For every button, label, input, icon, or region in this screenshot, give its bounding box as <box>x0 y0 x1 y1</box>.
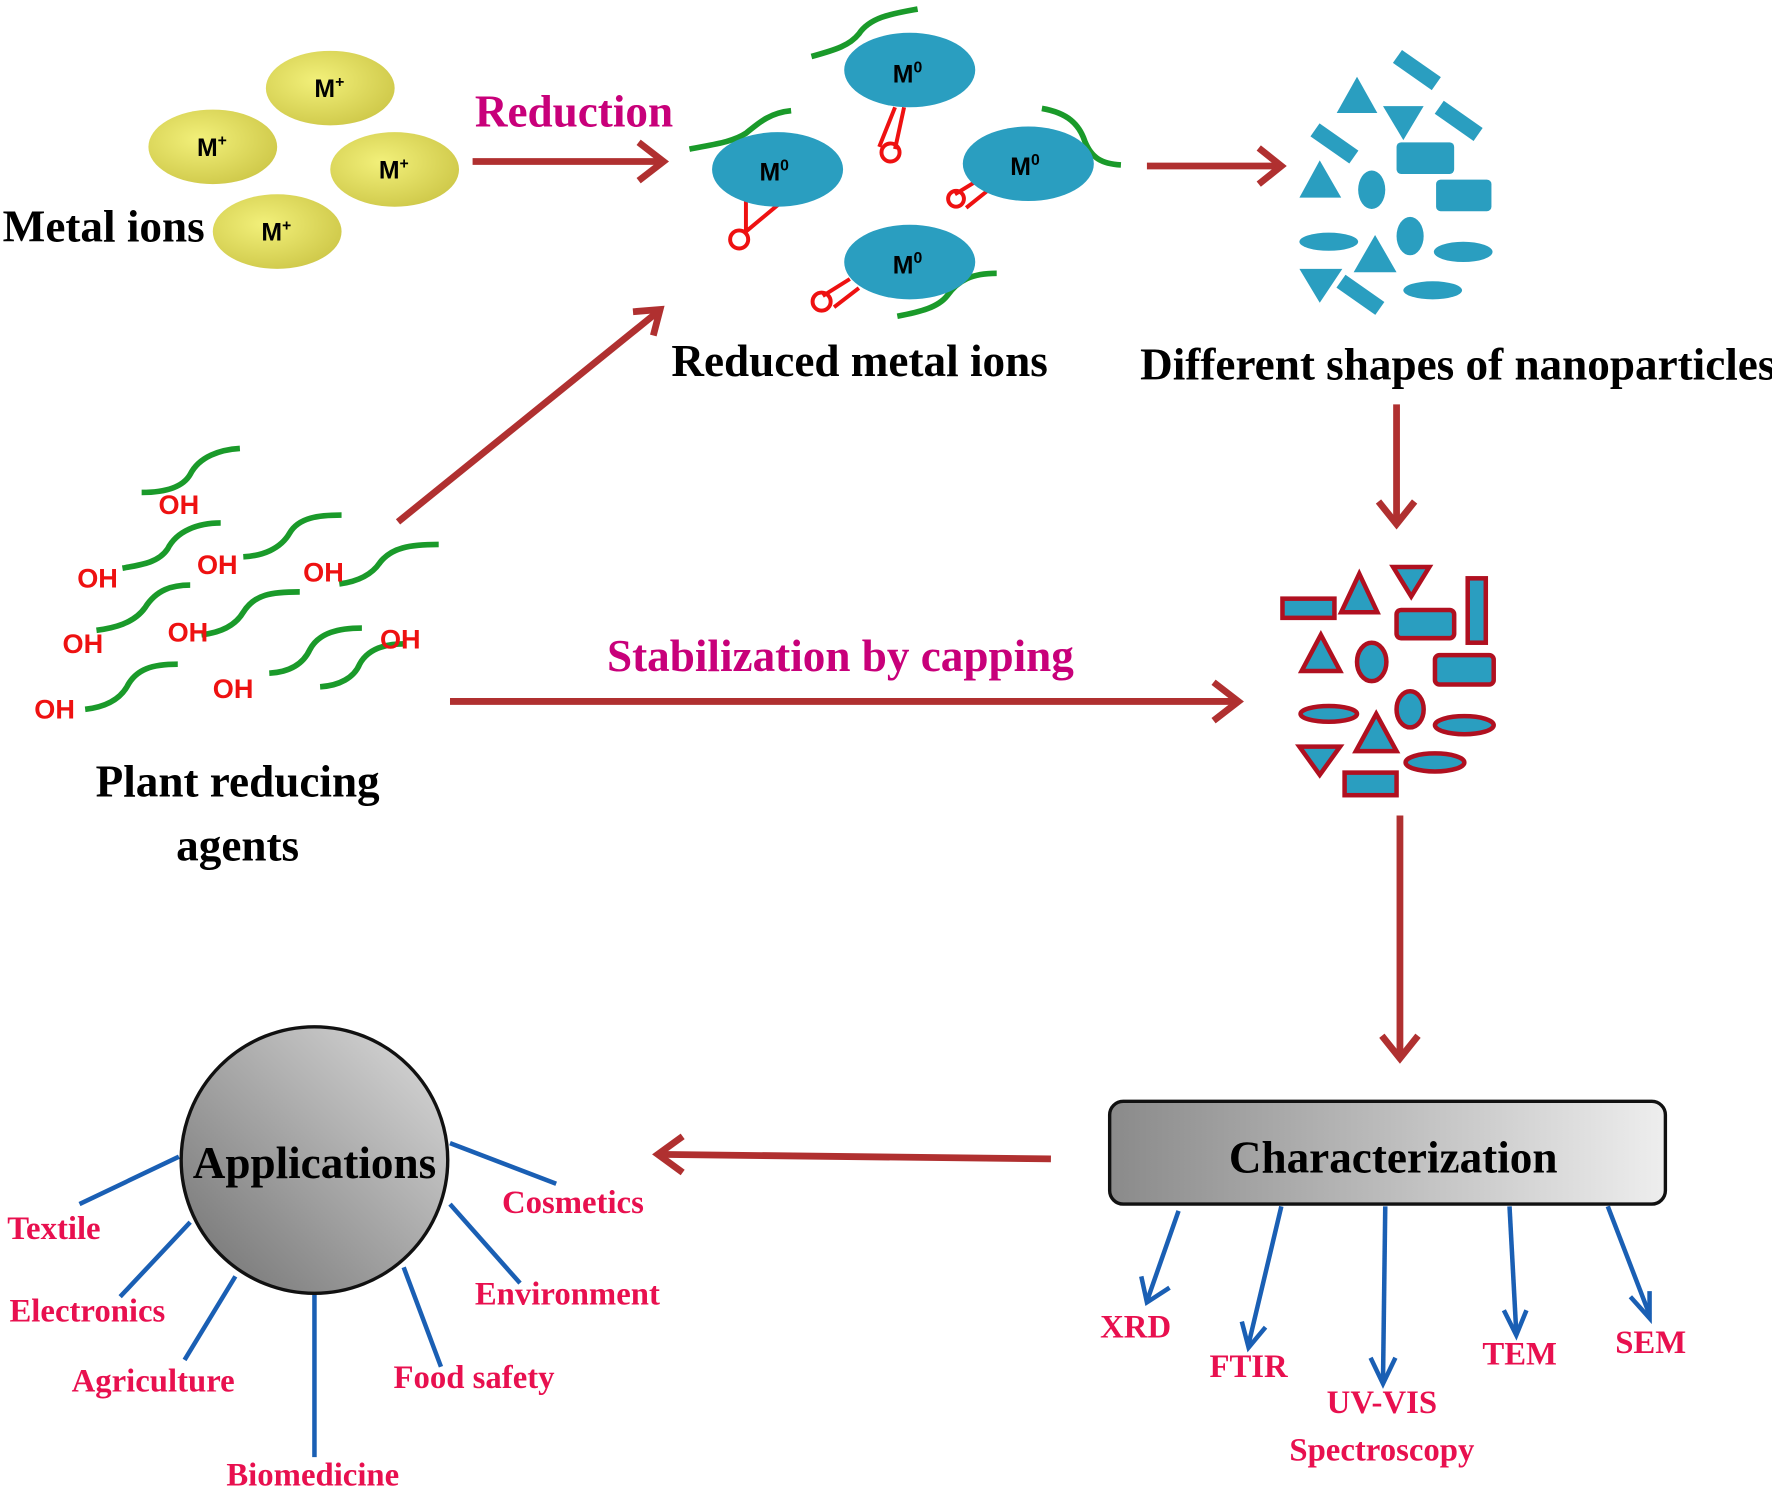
hydroxyl-group: OH <box>77 562 118 593</box>
applications-label: Applications <box>193 1138 436 1188</box>
arrow-down-to-capped <box>1375 404 1418 530</box>
atom-charge: 0 <box>1031 152 1040 169</box>
plant-reducing-agents-label-line1: Plant reducing <box>96 756 380 806</box>
application-environment: Environment <box>475 1277 660 1313</box>
svg-text:M0: M0 <box>1010 152 1040 181</box>
svg-text:M+: M+ <box>314 74 344 103</box>
svg-text:M+: M+ <box>197 133 227 162</box>
hydroxyl-group: OH <box>380 623 421 654</box>
hydroxyl-group: OH <box>34 693 75 724</box>
reduced-metal-ions-group: M0 M0 M0 M0 Reduced metal ions <box>671 6 1122 386</box>
atom-charge: 0 <box>913 59 922 76</box>
application-agriculture: Agriculture <box>72 1364 235 1400</box>
capped-nanoparticles <box>1280 564 1496 798</box>
atom-symbol: M <box>893 61 914 88</box>
atom-symbol: M <box>759 160 780 187</box>
svg-text:M0: M0 <box>893 250 923 279</box>
applications-node[interactable]: Applications <box>179 1025 450 1296</box>
reduced-atom: M0 <box>810 224 997 320</box>
arrow-to-applications <box>652 1133 1051 1176</box>
ion-charge: + <box>400 155 409 172</box>
metal-ion: M+ <box>212 194 342 269</box>
ion-charge: + <box>218 133 227 150</box>
application-textile: Textile <box>7 1211 100 1247</box>
plant-reducing-agents-label-line2: agents <box>176 821 299 871</box>
arrow-plant-to-reduced <box>395 305 665 525</box>
arrow-down-to-characterization <box>1379 815 1421 1064</box>
ion-charge: + <box>335 74 344 91</box>
atom-charge: 0 <box>913 250 922 267</box>
method-ftir: FTIR <box>1209 1349 1288 1385</box>
ion-symbol: M <box>261 220 282 247</box>
svg-text:M+: M+ <box>261 217 291 246</box>
application-biomedicine: Biomedicine <box>226 1457 399 1491</box>
method-xrd: XRD <box>1100 1309 1171 1345</box>
characterization-box[interactable]: Characterization <box>1107 1099 1668 1206</box>
svg-text:M0: M0 <box>893 59 923 88</box>
metal-ion: M+ <box>265 50 395 126</box>
ion-symbol: M <box>314 76 335 103</box>
reduction-arrow <box>472 139 670 184</box>
reduced-atom: M0 <box>810 6 976 164</box>
nanoparticle-shapes-label: Different shapes of nanoparticles <box>1140 340 1772 390</box>
metal-ion: M+ <box>330 132 460 207</box>
ion-symbol: M <box>197 135 218 162</box>
reduced-atom: M0 <box>946 105 1122 210</box>
application-cosmetics: Cosmetics <box>502 1185 644 1221</box>
characterization-label: Characterization <box>1229 1132 1558 1182</box>
reduced-metal-ions-label: Reduced metal ions <box>671 336 1047 386</box>
metal-ions-group: M+ M+ M+ M+ Metal ions <box>3 50 460 269</box>
stabilization-arrow <box>449 679 1244 724</box>
characterization-connectors <box>1139 1205 1652 1389</box>
hydroxyl-group: OH <box>168 617 209 648</box>
hydroxyl-group: OH <box>213 673 254 704</box>
reduced-atom: M0 <box>688 107 844 251</box>
ion-symbol: M <box>379 157 400 184</box>
atom-charge: 0 <box>780 158 789 175</box>
stabilization-label: Stabilization by capping <box>607 631 1074 681</box>
arrow-to-nanoparticles <box>1146 145 1287 187</box>
hydroxyl-group: OH <box>303 557 344 588</box>
nanoparticle-shapes: Different shapes of nanoparticles <box>1140 49 1772 390</box>
hydroxyl-group: OH <box>63 628 104 659</box>
method-sem: SEM <box>1615 1325 1686 1361</box>
application-electronics: Electronics <box>9 1294 165 1330</box>
method-uv-vis: UV-VIS <box>1327 1385 1437 1421</box>
atom-symbol: M <box>893 252 914 279</box>
method-spectroscopy: Spectroscopy <box>1289 1433 1475 1469</box>
method-tem: TEM <box>1482 1336 1557 1372</box>
hydroxyl-group: OH <box>159 489 200 520</box>
applications-connectors <box>78 1140 557 1458</box>
application-food-safety: Food safety <box>394 1360 556 1396</box>
metal-ion: M+ <box>148 109 278 185</box>
ion-charge: + <box>282 217 291 234</box>
plant-reducing-agents: OH OH OH OH OH OH OH OH OH Plant reducin… <box>34 445 439 871</box>
metal-ions-label: Metal ions <box>3 202 205 252</box>
svg-text:M+: M+ <box>379 155 409 184</box>
atom-symbol: M <box>1010 154 1031 181</box>
svg-text:M0: M0 <box>759 158 789 187</box>
reduction-label: Reduction <box>475 87 673 137</box>
hydroxyl-group: OH <box>197 549 238 580</box>
